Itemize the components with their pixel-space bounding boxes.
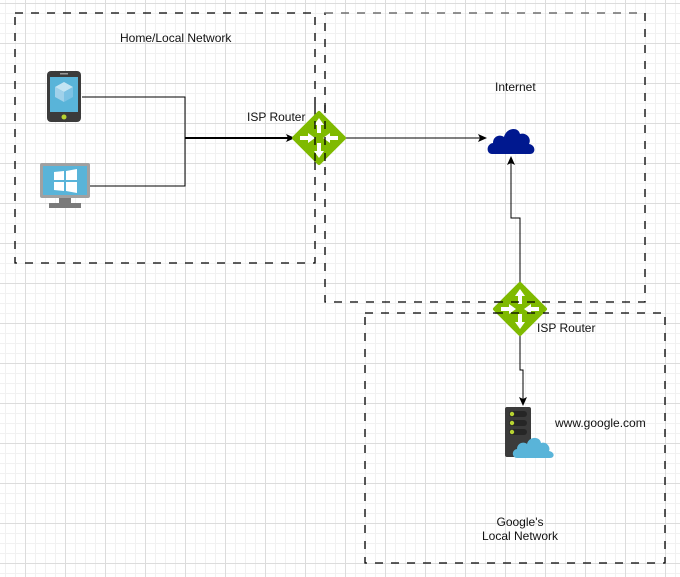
google-server-label: www.google.com [555, 416, 646, 430]
edge-mobile-to-router[interactable] [82, 96, 186, 138]
google-network-label-line1: Google's [496, 515, 544, 529]
router-icon[interactable] [493, 282, 547, 336]
google-network-label-line2: Local Network [481, 529, 559, 543]
mobile-device-icon[interactable] [47, 71, 81, 122]
google-router-label: ISP Router [537, 321, 596, 335]
router-icon[interactable] [292, 111, 346, 165]
edge-desktop-to-router[interactable] [90, 138, 186, 187]
internet-label: Internet [495, 80, 536, 94]
internet-group[interactable] [324, 12, 646, 303]
home-network-label: Home/Local Network [120, 31, 232, 45]
edge-google-router-to-server[interactable] [519, 334, 527, 406]
home-router-label: ISP Router [247, 110, 306, 124]
cloud-icon[interactable] [487, 128, 535, 154]
google-network-label: Google's Local Network [470, 515, 570, 543]
windows-desktop-icon[interactable] [40, 163, 90, 208]
edge-google-router-to-internet[interactable] [507, 156, 521, 284]
home-network-group[interactable] [14, 12, 316, 264]
cloud-server-icon[interactable] [505, 407, 554, 458]
